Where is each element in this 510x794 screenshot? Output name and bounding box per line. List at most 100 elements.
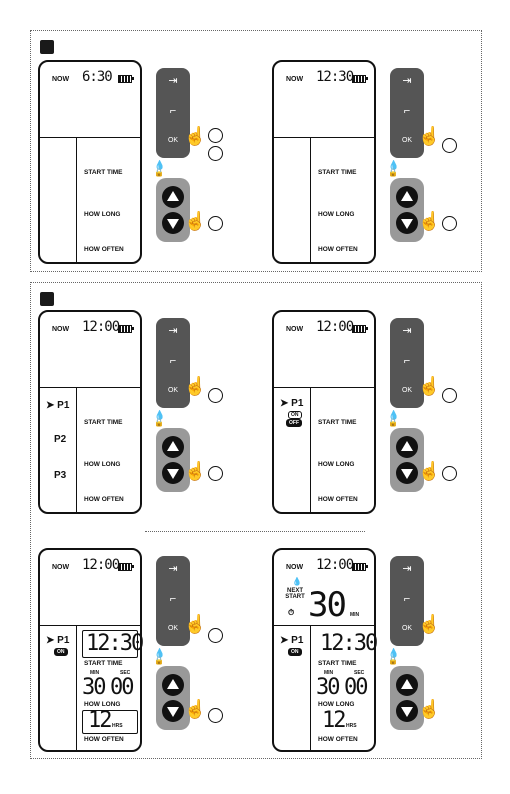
hrs-label: HRS: [112, 723, 123, 729]
start-time-value: 12:30: [320, 631, 378, 656]
start-time-label: START TIME: [318, 419, 357, 426]
faucet-button[interactable]: ⌐: [169, 355, 177, 367]
manual-button[interactable]: ⇥: [402, 563, 412, 575]
down-arrow-button[interactable]: [396, 462, 418, 484]
lcd-screen: NOW 6:30 START TIME HOW LONG HOW OFTEN: [38, 60, 142, 264]
now-label: NOW: [52, 326, 70, 333]
program-p1: ➤ P1: [46, 400, 70, 411]
manual-button[interactable]: ⇥: [402, 325, 412, 337]
drop-icon: 💧: [154, 648, 166, 658]
clock-display: 12:30: [316, 69, 354, 85]
hand-pointer-icon: ☝: [184, 614, 207, 634]
start-time-label: START TIME: [84, 419, 123, 426]
up-arrow-button[interactable]: [396, 186, 418, 208]
section-set-clock: [30, 30, 482, 272]
up-arrow-button[interactable]: [162, 186, 184, 208]
clock-display: 12:00: [316, 319, 354, 335]
clock-display: 6:30: [82, 69, 113, 85]
ok-button[interactable]: OK: [167, 625, 179, 632]
how-long-label: HOW LONG: [318, 461, 355, 468]
lcd-screen: NOW 12:00 💧 NEXT START ⏱ 30 MIN ➤ P1 ON …: [272, 548, 378, 752]
control-upper: ⇥ ⌐ OK: [390, 68, 424, 158]
arrow-pad: [390, 428, 424, 492]
drop-icon: 💧: [292, 577, 302, 586]
control-upper: ⇥ ⌐ OK: [156, 318, 190, 408]
ok-button[interactable]: OK: [167, 387, 179, 394]
how-often-label: HOW OFTEN: [318, 736, 358, 743]
hand-pointer-icon: ☝: [418, 461, 441, 481]
down-arrow-button[interactable]: [162, 212, 184, 234]
how-long-sec-value: 00: [110, 675, 134, 700]
on-badge: ON: [288, 648, 302, 656]
next-start-label: NEXT START: [285, 588, 305, 600]
min-label: MIN: [90, 670, 100, 676]
battery-icon: [118, 75, 134, 83]
lock-icon: 🔒: [388, 168, 398, 177]
drop-icon: 💧: [388, 410, 400, 420]
hand-pointer-icon: ☝: [184, 211, 207, 231]
now-label: NOW: [286, 564, 304, 571]
section-divider: [145, 531, 365, 532]
faucet-button[interactable]: ⌐: [169, 593, 177, 605]
control-upper: ⇥ ⌐ OK: [390, 556, 424, 646]
start-time-box: [82, 630, 138, 658]
how-long-label: HOW LONG: [318, 701, 355, 708]
manual-button[interactable]: ⇥: [168, 75, 178, 87]
up-arrow-button[interactable]: [396, 436, 418, 458]
ok-button[interactable]: OK: [401, 137, 413, 144]
lcd-screen: NOW 12:00 ➤ P1 P2 P3 START TIME HOW LONG…: [38, 310, 142, 514]
start-time-label: START TIME: [318, 169, 357, 176]
down-arrow-button[interactable]: [162, 462, 184, 484]
how-long-label: HOW LONG: [84, 461, 121, 468]
how-often-value: 12: [322, 708, 346, 733]
faucet-button[interactable]: ⌐: [403, 593, 411, 605]
section-set-program: [30, 282, 482, 759]
now-label: NOW: [52, 76, 70, 83]
manual-button[interactable]: ⇥: [168, 325, 178, 337]
callout-circle: [208, 628, 223, 643]
arrow-pad: [390, 666, 424, 730]
up-arrow-button[interactable]: [162, 674, 184, 696]
battery-icon: [352, 325, 368, 333]
ok-button[interactable]: OK: [401, 387, 413, 394]
lcd-screen: NOW 12:00 ➤ P1 ON OFF START TIME HOW LON…: [272, 310, 376, 514]
lock-icon: 🔒: [154, 418, 164, 427]
ok-button[interactable]: OK: [401, 625, 413, 632]
how-often-box: [82, 710, 138, 734]
how-often-value: 12: [88, 708, 112, 733]
hand-pointer-icon: ☝: [418, 699, 441, 719]
arrow-pad: [156, 178, 190, 242]
program-p1: ➤ P1: [46, 635, 70, 646]
manual-button[interactable]: ⇥: [402, 75, 412, 87]
manual-button[interactable]: ⇥: [168, 563, 178, 575]
down-arrow-button[interactable]: [396, 700, 418, 722]
faucet-button[interactable]: ⌐: [403, 355, 411, 367]
up-arrow-button[interactable]: [162, 436, 184, 458]
ok-button[interactable]: OK: [167, 137, 179, 144]
program-p3: P3: [54, 470, 67, 481]
hand-pointer-icon: ☝: [184, 699, 207, 719]
how-long-min-value: 30: [316, 675, 340, 700]
callout-circle: [442, 138, 457, 153]
lock-icon: 🔒: [154, 168, 164, 177]
down-arrow-button[interactable]: [396, 212, 418, 234]
arrow-pad: [156, 428, 190, 492]
faucet-button[interactable]: ⌐: [169, 105, 177, 117]
now-label: NOW: [286, 326, 304, 333]
arrow-pad: [390, 178, 424, 242]
up-arrow-button[interactable]: [396, 674, 418, 696]
battery-icon: [352, 563, 368, 571]
callout-circle: [208, 708, 223, 723]
start-time-label: START TIME: [84, 660, 123, 667]
faucet-button[interactable]: ⌐: [403, 105, 411, 117]
arrow-pad: [156, 666, 190, 730]
off-badge: OFF: [286, 419, 302, 427]
down-arrow-button[interactable]: [162, 700, 184, 722]
control-upper: ⇥ ⌐ OK: [390, 318, 424, 408]
how-often-label: HOW OFTEN: [318, 496, 358, 503]
sec-label: SEC: [354, 670, 365, 676]
on-badge: ON: [54, 648, 68, 656]
battery-icon: [118, 563, 134, 571]
lock-icon: 🔒: [154, 656, 164, 665]
drop-icon: 💧: [154, 160, 166, 170]
